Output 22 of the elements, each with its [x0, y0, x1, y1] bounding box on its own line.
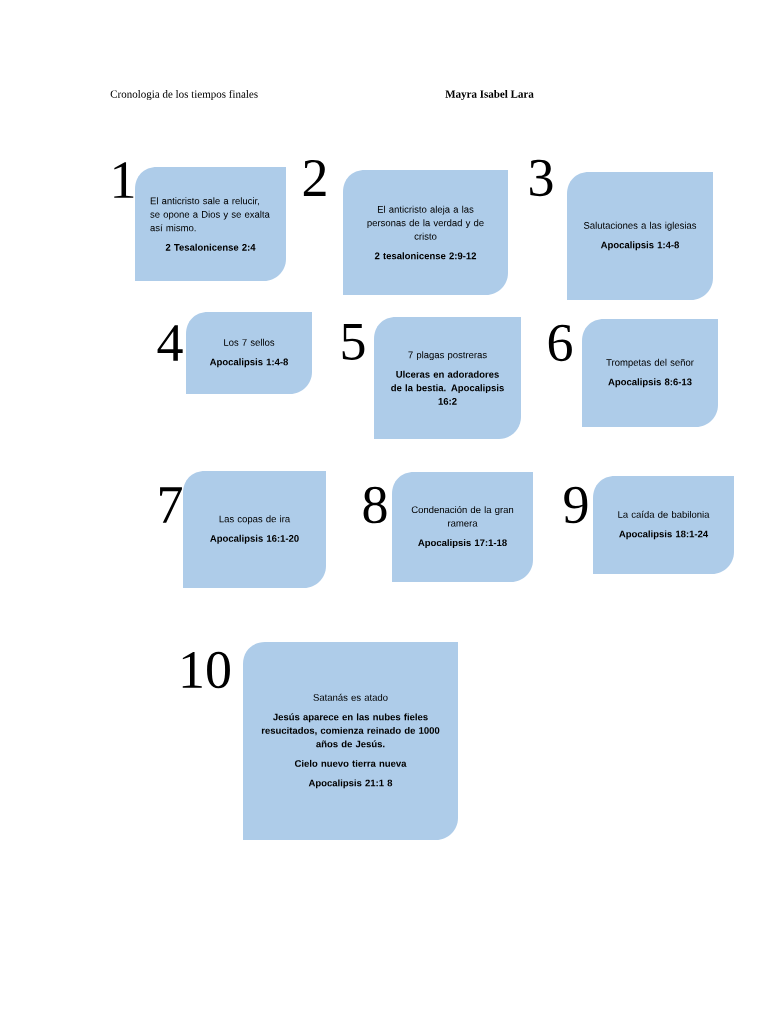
header-title: Cronologia de los tiempos finales [110, 89, 258, 101]
text-box: 7 plagas postreras Ulceras en adoradores de la bestia. Apocalipsis 16:2 [374, 317, 521, 439]
step-number: 5 [342, 324, 365, 360]
text-box: El anticristo sale a relucir, se opone a Dios y se exalta así mismo. 2 Tesalonicense 2:4 [135, 167, 286, 281]
text-box: Trompetas del señor Apocalipsis 8:6-13 [582, 319, 718, 427]
step-number: 7 [160, 487, 182, 523]
step-number: 9 [564, 486, 588, 524]
step-number: 1 [114, 162, 134, 198]
step-number: 8 [363, 486, 387, 524]
text-box: Los 7 sellos Apocalipsis 1:4-8 [186, 312, 312, 394]
text-box: La caída de babilonia Apocalipsis 18:1-24 [593, 476, 734, 574]
step-number: 3 [530, 159, 553, 197]
text-box: Las copas de ira Apocalipsis 16:1-20 [183, 471, 326, 588]
text-box: El anticristo aleja a las personas de la verdad y de cristo 2 tesalonicense 2:9-12 [343, 170, 508, 295]
text-box: Satanás es atado Jesús aparece en las nubes fieles resucitados, comienza reinado de 1000 años de Jesús. Cielo nuevo tierra nueva Apocalipsis 21:1 8 [243, 642, 458, 840]
step-number: 10 [182, 651, 230, 689]
step-number: 2 [303, 160, 326, 196]
author-name: Mayra Isabel Lara [445, 90, 534, 100]
step-number: 6 [548, 324, 572, 362]
text-box: Salutaciones a las iglesias Apocalipsis 1:4-8 [567, 172, 713, 300]
step-number: 4 [157, 325, 183, 361]
text-box: Condenación de la gran ramera Apocalipsis 17:1-18 [392, 472, 533, 582]
